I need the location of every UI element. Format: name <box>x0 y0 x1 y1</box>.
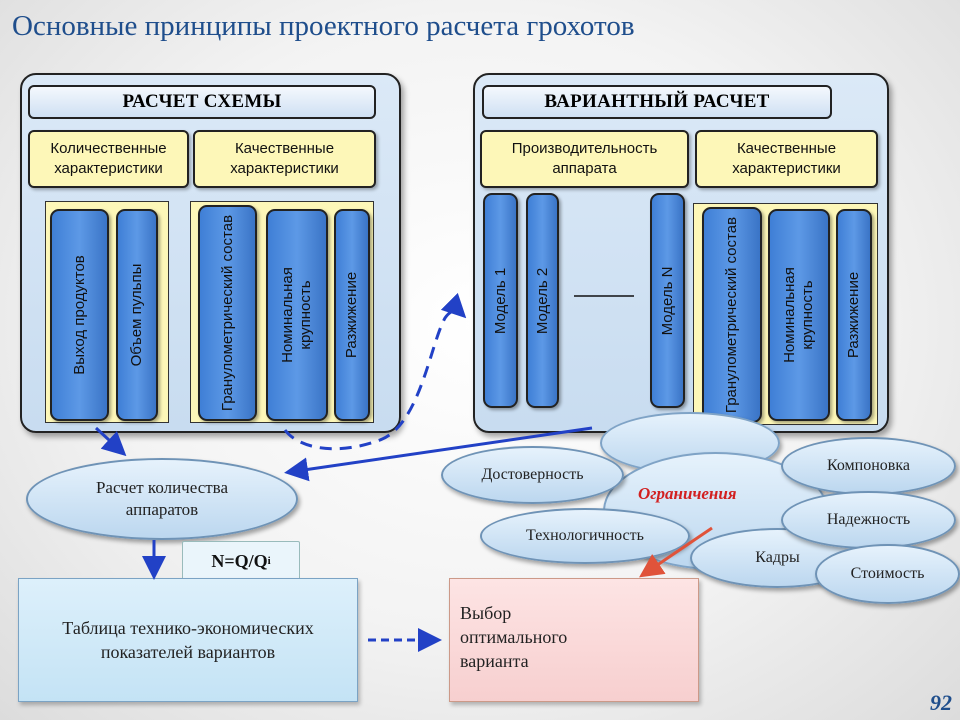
restriction-reliability: Достоверность <box>441 446 624 504</box>
bar-right-dilution: Разжижение <box>836 209 872 421</box>
bar-right-granulometric: Гранулометрический состав <box>702 207 762 423</box>
restriction-cost: Стоимость <box>815 544 960 604</box>
bar-label: Разжижение <box>845 271 862 359</box>
bar-nominal-size: Номинальная крупность <box>266 209 328 421</box>
tech-econ-table-box: Таблица технико-экономических показателе… <box>18 578 358 702</box>
bar-model-n: Модель N <box>650 193 685 408</box>
bar-label: Модель 2 <box>533 267 551 334</box>
variant-calc-header: ВАРИАНТНЫЙ РАСЧЕТ <box>482 85 832 119</box>
bar-model-2: Модель 2 <box>526 193 559 408</box>
restrictions-label: Ограничения <box>638 484 737 503</box>
bar-label: Модель N <box>658 266 676 335</box>
page-number: 92 <box>930 690 952 715</box>
bar-label: Номинальная крупность <box>279 267 314 363</box>
bar-label: Гранулометрический состав <box>218 214 236 412</box>
bar-label: Выход продуктов <box>70 255 88 375</box>
optimal-choice-box: Выбор оптимального варианта <box>449 578 699 702</box>
bar-pulp-volume: Объем пульпы <box>116 209 158 421</box>
bar-label: Гранулометрический состав <box>723 216 740 414</box>
bar-dilution: Разжижение <box>334 209 370 421</box>
restriction-dependability: Надежность <box>781 491 956 549</box>
bar-label: Объем пульпы <box>128 263 145 367</box>
restriction-manufacturability: Технологичность <box>480 508 690 564</box>
page-title: Основные принципы проектного расчета гро… <box>12 10 635 42</box>
bar-label: Разжижение <box>343 271 360 359</box>
bar-right-nominal-size: Номинальная крупность <box>768 209 830 421</box>
restriction-layout: Компоновка <box>781 437 956 495</box>
bar-label: Номинальная крупность <box>781 267 816 363</box>
right-qualitative-box: Качественные характеристики <box>695 130 878 188</box>
bar-model-1: Модель 1 <box>483 193 518 408</box>
bar-granulometric: Гранулометрический состав <box>198 205 257 421</box>
formula-text: N=Q/Q <box>211 550 268 571</box>
scheme-calc-header: РАСЧЕТ СХЕМЫ <box>28 85 376 119</box>
quantitative-box: Количественные характеристики <box>28 130 189 188</box>
bar-label: Модель 1 <box>491 267 509 334</box>
calc-count-ellipse: Расчет количества аппаратов <box>26 458 298 540</box>
productivity-box: Производительность аппарата <box>480 130 689 188</box>
qualitative-box: Качественные характеристики <box>193 130 376 188</box>
bar-product-yield: Выход продуктов <box>50 209 109 421</box>
formula-subscript: i <box>267 555 271 567</box>
